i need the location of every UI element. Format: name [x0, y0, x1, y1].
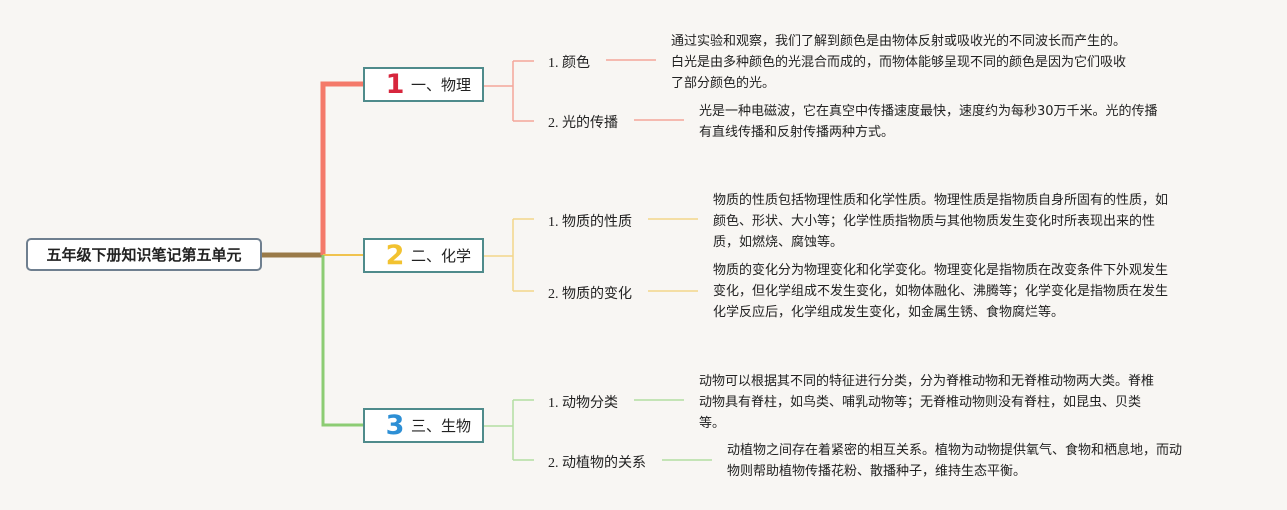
- branch-number: 3: [385, 410, 405, 441]
- chemistry-topic-connector: [484, 218, 534, 292]
- topic-node[interactable]: 1. 动物分类: [548, 396, 618, 411]
- description-line: 颜色、形状、大小等；化学性质指物质与其他物质发生变化时所表现出来的性: [713, 214, 1156, 229]
- branch-label: 二、化学: [411, 247, 472, 265]
- description-line: 化学反应后，化学组成发生变化，如金属生锈、食物腐烂等。: [713, 305, 1065, 320]
- description-line: 质，如燃烧、腐蚀等。: [713, 235, 844, 250]
- branch-node-physics[interactable]: 1 一、物理: [363, 67, 484, 102]
- root-title: 五年级下册知识笔记第五单元: [46, 246, 242, 264]
- description-line: 白光是由多种颜色的光混合而成的，而物体能够呈现不同的颜色是因为它们吸收: [671, 55, 1127, 70]
- description-line: 物则帮助植物传播花粉、散播种子，维持生态平衡。: [727, 464, 1027, 479]
- description-line: 有直线传播和反射传播两种方式。: [699, 125, 895, 140]
- description-line: 物质的性质包括物理性质和化学性质。物理性质是指物质自身所固有的性质，如: [713, 193, 1169, 208]
- description-line: 等。: [699, 416, 726, 431]
- branch-label: 一、物理: [411, 76, 472, 94]
- topic-description: 动植物之间存在着紧密的相互关系。植物为动物提供氧气、食物和栖息地，而动 物则帮助…: [727, 440, 1182, 482]
- topic-node[interactable]: 1. 物质的性质: [548, 215, 632, 230]
- topic-description: 光是一种电磁波，它在真空中传播速度最快，速度约为每秒30万千米。光的传播 有直线…: [699, 101, 1158, 143]
- description-line: 动物具有脊柱，如鸟类、哺乳动物等；无脊椎动物则没有脊柱，如昆虫、贝类: [699, 395, 1142, 410]
- topic-node[interactable]: 2. 动植物的关系: [548, 456, 646, 471]
- description-line: 通过实验和观察，我们了解到颜色是由物体反射或吸收光的不同波长而产生的。: [671, 34, 1127, 49]
- description-line: 光是一种电磁波，它在真空中传播速度最快，速度约为每秒30万千米。光的传播: [699, 104, 1158, 119]
- branch-number: 2: [385, 240, 405, 271]
- topic-description: 物质的变化分为物理变化和化学变化。物理变化是指物质在改变条件下外观发生 变化，但…: [713, 260, 1168, 323]
- topic-node[interactable]: 2. 光的传播: [548, 116, 618, 131]
- description-line: 了部分颜色的光。: [671, 76, 776, 91]
- branch-label: 三、生物: [411, 417, 472, 435]
- description-line: 动物可以根据其不同的特征进行分类，分为脊椎动物和无脊椎动物两大类。脊椎: [699, 374, 1155, 389]
- branch-number: 1: [385, 69, 405, 100]
- description-line: 变化，但化学组成不发生变化，如物体融化、沸腾等；化学变化是指物质在发生: [713, 284, 1169, 299]
- physics-connector: [320, 81, 363, 255]
- biology-topic-connector: [484, 399, 534, 461]
- description-line: 物质的变化分为物理变化和化学变化。物理变化是指物质在改变条件下外观发生: [713, 263, 1169, 278]
- topic-description: 物质的性质包括物理性质和化学性质。物理性质是指物质自身所固有的性质，如 颜色、形…: [713, 190, 1168, 253]
- physics-topic-connector: [484, 60, 534, 122]
- branch-node-biology[interactable]: 3 三、生物: [363, 408, 484, 443]
- biology-connector: [321, 255, 363, 427]
- topic-node[interactable]: 2. 物质的变化: [548, 287, 632, 302]
- topic-description: 通过实验和观察，我们了解到颜色是由物体反射或吸收光的不同波长而产生的。 白光是由…: [671, 31, 1126, 94]
- topic-description: 动物可以根据其不同的特征进行分类，分为脊椎动物和无脊椎动物两大类。脊椎 动物具有…: [699, 371, 1154, 434]
- branch-node-chemistry[interactable]: 2 二、化学: [363, 238, 484, 273]
- description-line: 动植物之间存在着紧密的相互关系。植物为动物提供氧气、食物和栖息地，而动: [727, 443, 1183, 458]
- topic-node[interactable]: 1. 颜色: [548, 56, 590, 71]
- root-node[interactable]: 五年级下册知识笔记第五单元: [26, 238, 262, 271]
